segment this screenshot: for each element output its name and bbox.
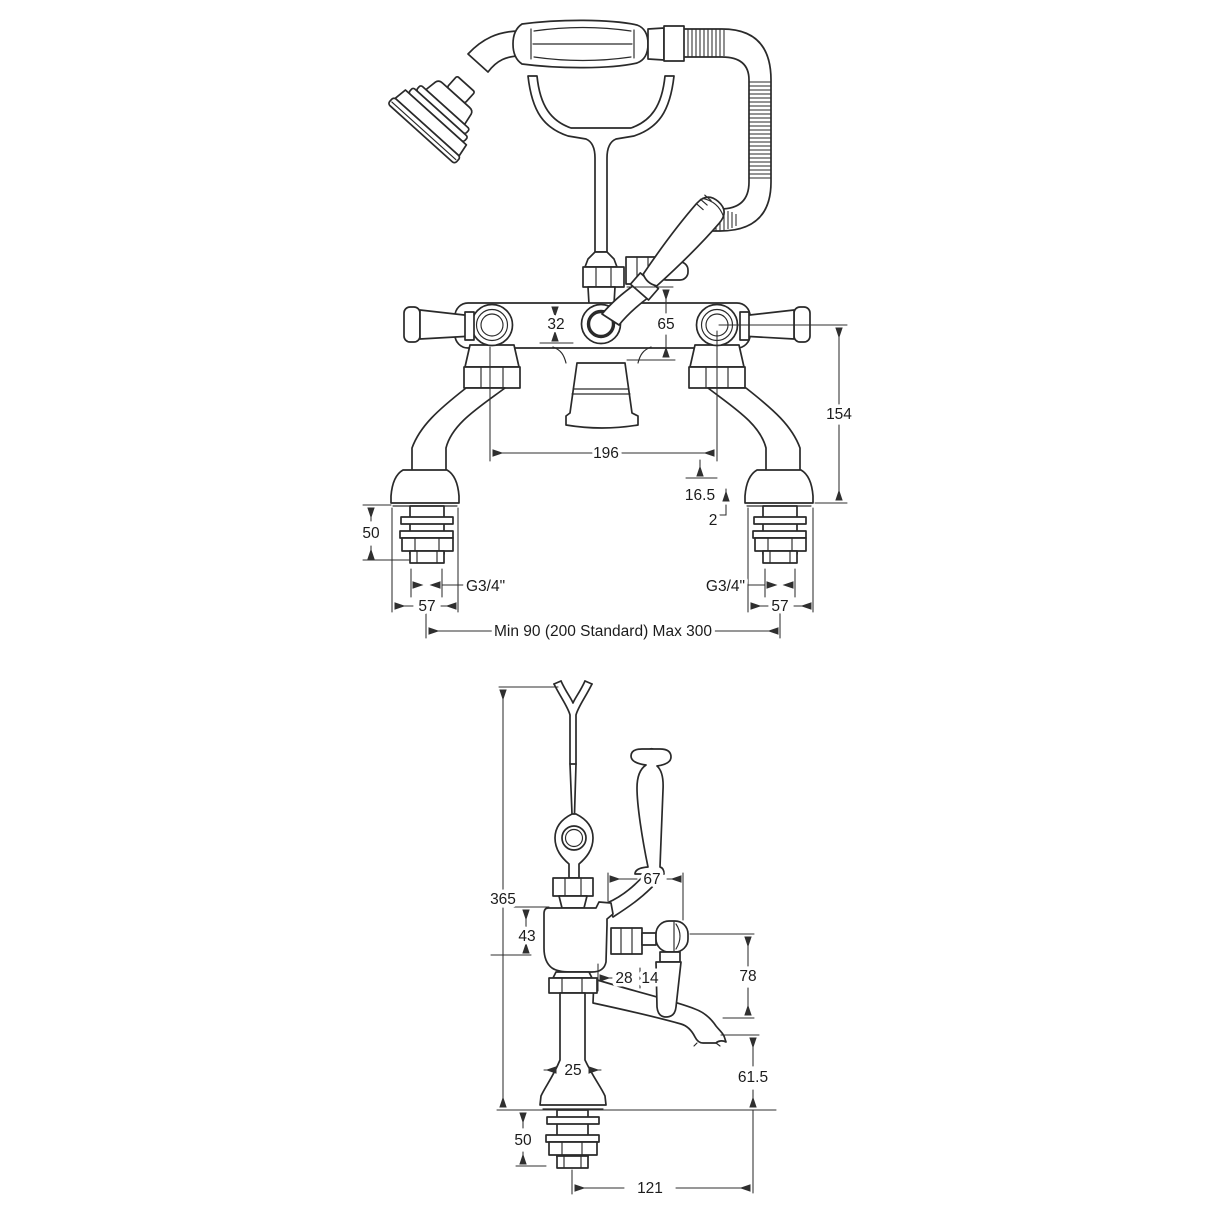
side-lever-arm xyxy=(606,872,658,918)
front-dimensions: 32 65 154 196 16.5 2 50 G3/4" G3/4" 57 5… xyxy=(359,286,856,644)
right-leg xyxy=(707,387,814,564)
front-view: 32 65 154 196 16.5 2 50 G3/4" G3/4" 57 5… xyxy=(359,19,856,644)
front-dim-rail-depth: 32 xyxy=(547,316,564,333)
side-dim-diverter-drop: 78 xyxy=(739,968,756,985)
handset-cradle xyxy=(527,75,675,253)
side-dim-handle-projection: 67 xyxy=(643,871,660,888)
side-dim-diverter-stem: 14 xyxy=(641,970,659,987)
front-dim-base-width-right: 57 xyxy=(771,598,788,615)
left-leg xyxy=(390,387,506,564)
right-valve xyxy=(688,303,811,389)
shower-handset-icon xyxy=(388,19,685,164)
diverter-knob-icon xyxy=(655,920,689,953)
front-dim-base-width-left: 57 xyxy=(418,598,435,615)
left-valve xyxy=(403,303,521,389)
side-dim-pillar-diameter: 25 xyxy=(564,1062,581,1079)
front-dim-centres: 196 xyxy=(593,445,619,462)
left-flange xyxy=(390,469,460,504)
side-dim-overall-height: 365 xyxy=(490,891,516,908)
front-dim-outlet-drop: 65 xyxy=(657,316,674,333)
side-dim-body-to-diverter: 28 xyxy=(615,970,632,987)
side-view: 365 43 67 28 14 78 61.5 25 50 121 xyxy=(487,680,777,1201)
front-dim-shank-length: 50 xyxy=(362,525,380,542)
front-thread-right: G3/4" xyxy=(706,578,745,595)
right-shank-thread xyxy=(762,550,798,564)
left-valve-nut xyxy=(463,366,521,389)
left-shank-thread xyxy=(409,550,445,564)
handset-neck xyxy=(467,30,521,73)
side-shank-thread xyxy=(556,1155,589,1169)
shower-hose-icon xyxy=(683,28,772,233)
side-body xyxy=(543,901,614,973)
front-dim-centres-range: Min 90 (200 Standard) Max 300 xyxy=(494,623,712,640)
front-dim-base-height: 16.5 xyxy=(685,487,715,504)
grip-collar xyxy=(647,27,665,61)
spout-front xyxy=(552,346,652,429)
side-dim-spout-drop: 61.5 xyxy=(738,1069,768,1086)
front-dim-height: 154 xyxy=(826,406,852,423)
side-cradle xyxy=(553,680,593,815)
side-dim-spout-projection: 121 xyxy=(637,1180,663,1197)
diverter-handle-icon xyxy=(629,194,725,301)
side-dimensions: 365 43 67 28 14 78 61.5 25 50 121 xyxy=(487,686,777,1201)
side-leg xyxy=(539,992,607,1169)
side-lever-handle xyxy=(606,747,672,918)
riser-column xyxy=(582,251,625,305)
front-dim-base-lip: 2 xyxy=(709,512,718,529)
side-dim-body-height: 43 xyxy=(518,928,535,945)
side-riser-nut xyxy=(552,877,594,909)
side-diverter xyxy=(610,920,689,963)
right-flange xyxy=(744,469,814,504)
side-leg-nut xyxy=(548,977,598,994)
side-link xyxy=(554,813,594,879)
side-diverter-pull xyxy=(655,961,682,1018)
diverter-assembly xyxy=(580,194,725,345)
shower-head-icon xyxy=(388,75,475,164)
front-thread-left: G3/4" xyxy=(466,578,505,595)
side-dim-shank-length: 50 xyxy=(514,1132,532,1149)
left-valve-hub xyxy=(470,303,514,347)
left-handle-cap xyxy=(403,306,421,343)
